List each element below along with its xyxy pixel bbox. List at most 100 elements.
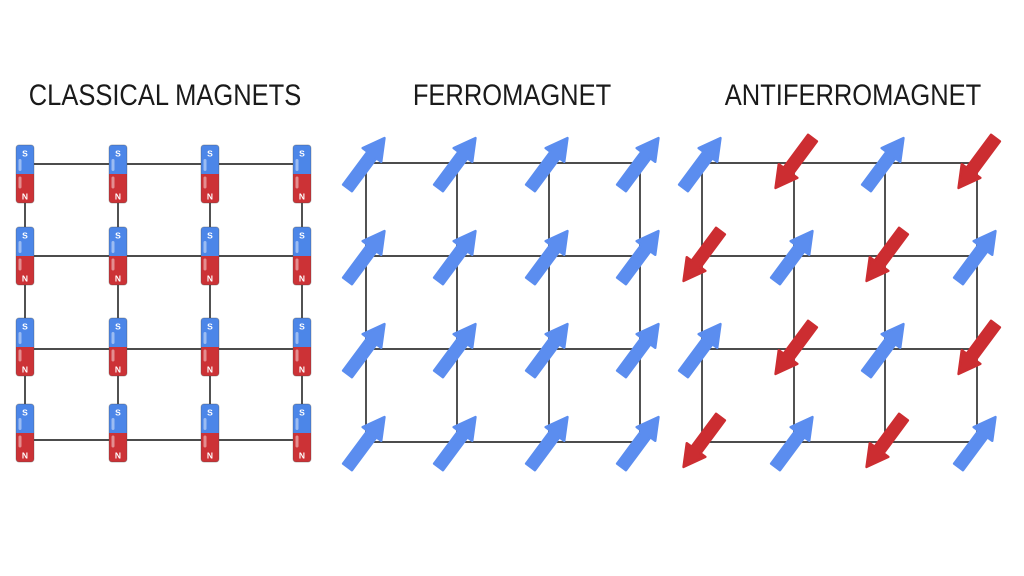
spin-arrow-down (957, 319, 1002, 376)
spin-arrow-up (432, 136, 477, 193)
magnet-highlight (295, 418, 299, 430)
bar-magnet: SN (292, 226, 312, 286)
north-pole (16, 256, 34, 285)
north-pole-label: N (115, 274, 121, 284)
magnet-outline (292, 403, 312, 463)
south-pole (293, 145, 311, 174)
north-pole (293, 433, 311, 462)
spin-arrow-up (615, 229, 660, 286)
magnet-highlight (111, 418, 115, 430)
spin-arrow-up (677, 322, 722, 379)
bar-magnet: SN (292, 144, 312, 204)
magnet-highlight (111, 176, 115, 189)
magnet-highlight (295, 176, 299, 189)
north-pole (293, 174, 311, 203)
magnet-highlight (295, 241, 299, 253)
north-pole-label: N (299, 274, 305, 284)
magnet-outline (200, 144, 220, 204)
magnet-outline (200, 226, 220, 286)
south-pole-label: S (22, 408, 28, 418)
north-pole (109, 174, 127, 203)
north-pole (201, 256, 219, 285)
south-pole-label: S (299, 149, 305, 159)
magnet-outline (292, 144, 312, 204)
spin-arrow-up (677, 136, 722, 193)
north-pole-label: N (299, 192, 305, 202)
south-pole-label: S (207, 149, 213, 159)
magnet-highlight (295, 159, 299, 171)
magnet-highlight (295, 332, 299, 344)
magnet-highlight (111, 159, 115, 171)
antiferromagnet-title: ANTIFERROMAGNET (724, 79, 982, 112)
north-pole (109, 433, 127, 462)
magnet-outline (292, 317, 312, 377)
spin-arrow-up (615, 136, 660, 193)
magnet-outline (200, 403, 220, 463)
spin-arrow-up (615, 415, 660, 472)
spin-arrow-up (952, 415, 997, 472)
north-pole (293, 347, 311, 376)
spin-arrow-up (341, 322, 386, 379)
south-pole-label: S (115, 149, 121, 159)
spin-arrow-up (432, 229, 477, 286)
magnet-highlight (18, 435, 22, 448)
south-pole-label: S (115, 408, 121, 418)
north-pole-label: N (115, 365, 121, 375)
magnet-outline (108, 403, 128, 463)
south-pole (109, 227, 127, 256)
bar-magnet: SN (292, 317, 312, 377)
magnet-highlight (18, 258, 22, 271)
magnet-highlight (18, 176, 22, 189)
bar-magnet: SN (200, 144, 220, 204)
south-pole (16, 318, 34, 347)
magnet-highlight (203, 332, 207, 344)
bar-magnet: SN (108, 226, 128, 286)
magnet-highlight (295, 435, 299, 448)
north-pole (201, 433, 219, 462)
magnet-highlight (203, 349, 207, 362)
north-pole-label: N (22, 192, 28, 202)
magnet-outline (108, 317, 128, 377)
south-pole-label: S (299, 408, 305, 418)
south-pole (293, 318, 311, 347)
spin-arrow-down (774, 319, 819, 376)
south-pole-label: S (22, 322, 28, 332)
spin-arrow-up (341, 415, 386, 472)
spin-arrow-down (865, 412, 910, 469)
bar-magnet: SN (15, 226, 35, 286)
north-pole (293, 256, 311, 285)
spin-arrow-up (769, 229, 814, 286)
spin-arrow-up (341, 229, 386, 286)
north-pole (109, 347, 127, 376)
north-pole-label: N (207, 451, 213, 461)
magnet-highlight (203, 176, 207, 189)
ferromagnet-panel (341, 136, 660, 472)
spin-arrow-up (615, 322, 660, 379)
magnet-highlight (203, 258, 207, 271)
south-pole (201, 227, 219, 256)
south-pole (293, 404, 311, 433)
magnet-highlight (18, 159, 22, 171)
spin-arrow-up (524, 136, 569, 193)
magnet-highlight (18, 349, 22, 362)
magnet-highlight (203, 418, 207, 430)
antiferromagnet-panel (677, 133, 1002, 472)
south-pole (109, 404, 127, 433)
bar-magnet: SN (15, 144, 35, 204)
magnet-outline (15, 317, 35, 377)
magnet-highlight (203, 241, 207, 253)
south-pole-label: S (22, 149, 28, 159)
north-pole-label: N (299, 365, 305, 375)
spin-arrow-up (524, 229, 569, 286)
magnet-outline (108, 144, 128, 204)
north-pole (109, 256, 127, 285)
magnet-highlight (111, 349, 115, 362)
spin-arrow-down (682, 412, 727, 469)
bar-magnet: SN (108, 317, 128, 377)
north-pole-label: N (22, 274, 28, 284)
north-pole (201, 174, 219, 203)
ferromagnet-title: FERROMAGNET (412, 79, 612, 112)
south-pole (109, 145, 127, 174)
south-pole-label: S (207, 322, 213, 332)
